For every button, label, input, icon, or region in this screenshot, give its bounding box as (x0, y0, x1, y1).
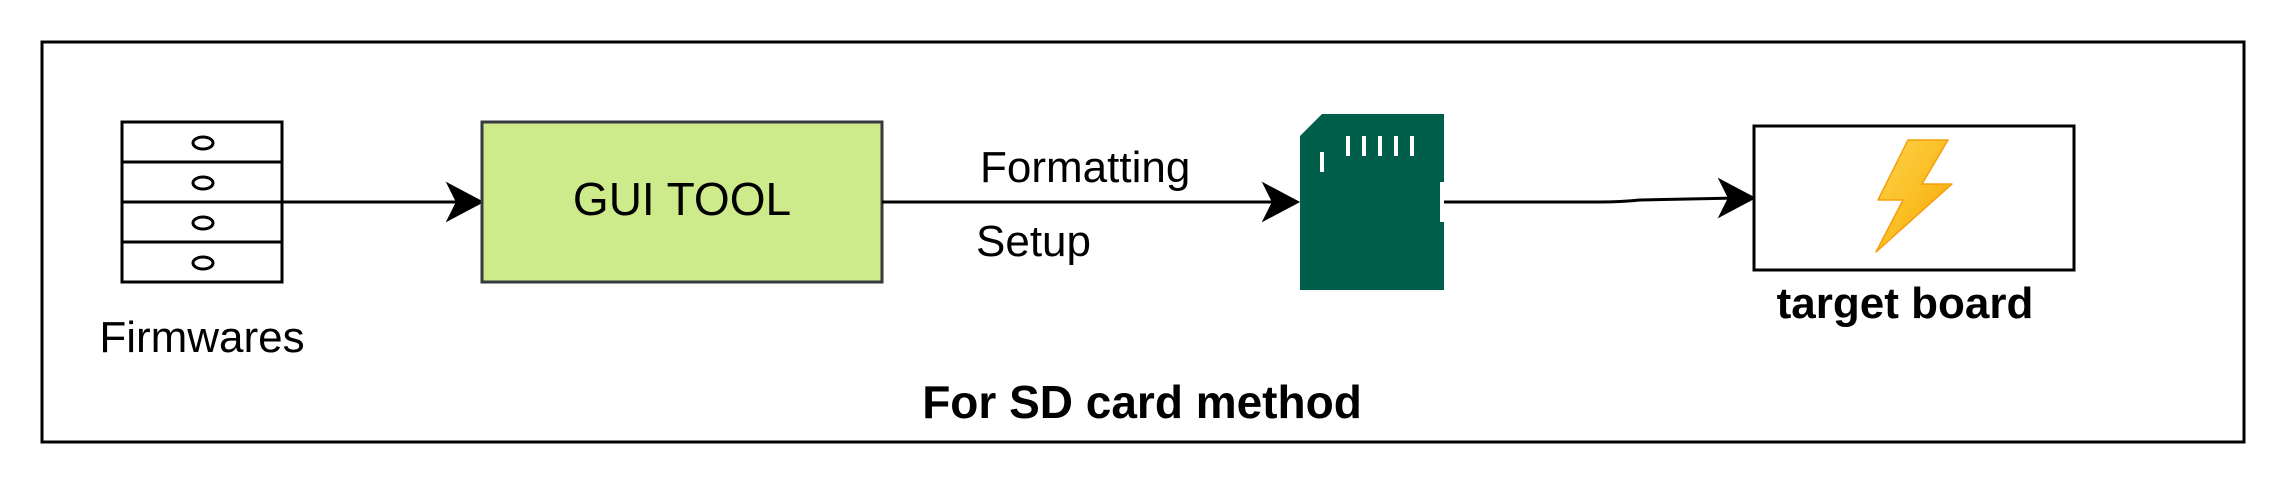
arrow-sd-to-target (1444, 177, 1757, 219)
file-cabinet-icon (120, 120, 284, 284)
arrow-gui-to-sd: Formatting Setup (882, 143, 1301, 266)
lightning-bolt-icon (1875, 139, 1953, 253)
sd-card-node (1300, 114, 1444, 290)
target-board-label: target board (1777, 279, 2034, 328)
firmwares-node: Firmwares (99, 120, 305, 362)
gui-tool-node: GUI TOOL (480, 120, 884, 284)
gui-tool-label: GUI TOOL (573, 173, 791, 225)
diagram-caption: For SD card method (922, 376, 1362, 428)
edge-label-formatting: Formatting (980, 143, 1190, 192)
sd-card-icon (1300, 114, 1444, 290)
target-board-node: target board (1752, 124, 2076, 328)
edge-label-setup: Setup (976, 217, 1091, 266)
firmwares-label: Firmwares (99, 313, 304, 362)
arrow-firmwares-to-gui (282, 181, 485, 223)
